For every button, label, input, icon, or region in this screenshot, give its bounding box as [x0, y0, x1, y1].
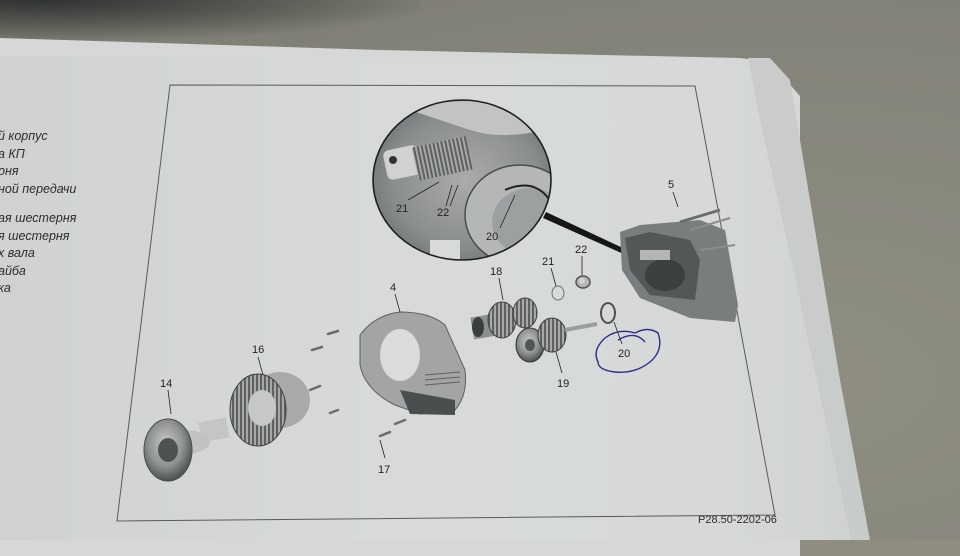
legend-item: х вала: [0, 246, 35, 260]
legend-item: ной передачи: [0, 181, 77, 196]
figure-code: P28.50-2202-06: [698, 514, 777, 526]
legend-item: ка: [0, 281, 11, 295]
legend-item: а КП: [0, 146, 25, 161]
legend-item: айба: [0, 263, 26, 278]
legend-item: рня: [0, 164, 19, 178]
legend-item: я шестерня: [0, 228, 70, 243]
parts-legend: й корпус а КП рня ной передачи ая шестер…: [0, 128, 76, 298]
legend-item: й корпус: [0, 129, 48, 143]
legend-item: ая шестерня: [0, 211, 77, 225]
legend-gap: [0, 198, 76, 210]
object-shadow: [0, 0, 420, 40]
